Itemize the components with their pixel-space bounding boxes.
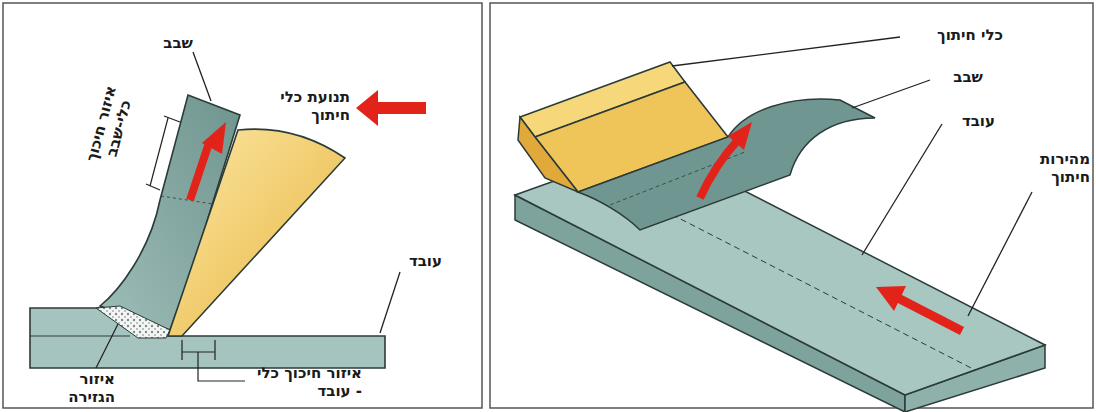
shear-zone: [96, 306, 170, 338]
part-label: עובד: [945, 112, 995, 130]
part-label: שבב: [143, 34, 193, 52]
leader-line: [672, 37, 900, 66]
part-label: עובד: [398, 252, 442, 270]
dimension-tick: [214, 340, 215, 360]
cross-section: [30, 52, 426, 381]
arrow-head: [876, 286, 906, 311]
panel-frame: [3, 3, 482, 408]
part-label: כלי חיתוך: [903, 26, 1003, 44]
leader-line: [862, 124, 942, 255]
arrow-head: [728, 122, 752, 150]
leader-line: [968, 192, 1032, 316]
dimension-line: [150, 118, 168, 186]
tool-motion-arrow: [376, 102, 426, 114]
dimension-tick: [164, 116, 180, 122]
chip: [578, 99, 875, 230]
part-label: שבב: [933, 68, 983, 86]
leader-line: [198, 352, 245, 381]
workpiece: [30, 308, 385, 368]
chip-flow-arrow: [700, 140, 738, 198]
chip-flow-arrow: [190, 140, 210, 200]
center-line: [663, 210, 975, 370]
dimension-tick: [181, 340, 182, 360]
leader-line: [380, 272, 400, 333]
tool-end-face: [518, 117, 578, 192]
arrow-head: [356, 90, 378, 126]
cut-depth-line: [30, 336, 130, 337]
cutting-tool: [168, 129, 345, 336]
zone-label: איזור הגזירה: [40, 370, 115, 406]
arrow-head: [202, 122, 226, 154]
zone-label: איזור חיכוך כלי - עובד: [250, 364, 362, 400]
cutting-speed-arrow: [898, 298, 962, 331]
leader-line: [193, 52, 211, 101]
motion-label: תנועת כלי חיתוך: [258, 88, 350, 124]
leader-line: [852, 80, 930, 108]
motion-label: מהירות חיתוך: [1026, 150, 1090, 186]
leader-line: [96, 324, 118, 368]
dimension-tick: [146, 184, 160, 190]
perspective-view: [515, 37, 1045, 412]
